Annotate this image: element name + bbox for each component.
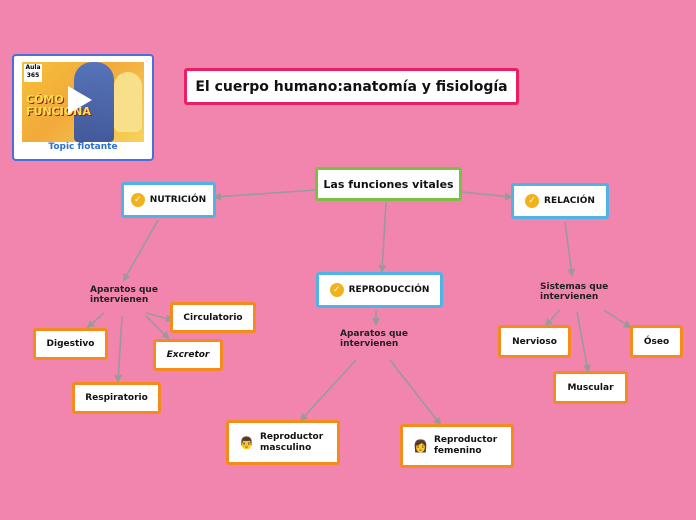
edge-aparatos-respiratorio	[118, 316, 122, 381]
edge-sistemas-oseo	[604, 310, 630, 327]
nutricion-node[interactable]: ✓ NUTRICIÓN	[121, 182, 216, 218]
topic-caption: Topic flotante	[14, 142, 152, 152]
edge-aparatos-masculino	[301, 360, 356, 420]
edge-aparatos-femenino	[390, 360, 440, 424]
muscular-node[interactable]: Muscular	[553, 371, 628, 404]
edge-aparatos-digestivo	[88, 313, 104, 327]
central-node[interactable]: Las funciones vitales	[315, 167, 462, 201]
sistemas-relacion-label: Sistemas que intervienen	[540, 282, 620, 302]
respiratorio-node[interactable]: Respiratorio	[72, 382, 161, 414]
edge-sistemas-muscular	[577, 312, 588, 371]
edge-nutricion-aparatos	[124, 220, 158, 280]
title-text: El cuerpo humano:anatomía y fisiología	[195, 79, 507, 95]
reproduccion-node[interactable]: ✓ REPRODUCCIÓN	[316, 272, 443, 308]
man-emoji-icon: 👨	[239, 436, 254, 450]
nervioso-node[interactable]: Nervioso	[498, 325, 571, 358]
aula365-logo: Aula 365	[24, 64, 42, 82]
woman-emoji-icon: 👩	[413, 439, 428, 453]
aparatos-nutricion-label: Aparatos que intervienen	[90, 285, 170, 305]
reproductor-masculino-node[interactable]: 👨 Reproductor masculino	[226, 420, 340, 465]
edge-center-nutricion	[215, 190, 316, 197]
check-icon: ✓	[330, 283, 344, 297]
title-node[interactable]: El cuerpo humano:anatomía y fisiología	[184, 68, 519, 105]
edge-aparatos-excretor	[146, 316, 168, 338]
aparatos-reproduccion-label: Aparatos que intervienen	[340, 329, 420, 349]
topic-flotante-card[interactable]: Aula 365 CÓMO FUNCIONA Topic flotante	[12, 54, 154, 161]
oseo-node[interactable]: Óseo	[630, 325, 683, 358]
digestivo-node[interactable]: Digestivo	[33, 328, 108, 360]
circulatorio-node[interactable]: Circulatorio	[170, 302, 256, 333]
check-icon: ✓	[131, 193, 145, 207]
relacion-text: RELACIÓN	[544, 196, 595, 206]
edge-center-relacion	[462, 192, 511, 197]
nutricion-text: NUTRICIÓN	[150, 195, 206, 205]
edge-center-reproduccion	[382, 202, 386, 271]
play-icon[interactable]	[68, 86, 92, 114]
edge-relacion-sistemas	[565, 222, 572, 275]
reproductor-femenino-node[interactable]: 👩 Reproductor femenino	[400, 424, 514, 468]
video-thumbnail[interactable]: Aula 365 CÓMO FUNCIONA	[22, 62, 144, 142]
relacion-node[interactable]: ✓ RELACIÓN	[511, 183, 609, 219]
reproduccion-text: REPRODUCCIÓN	[349, 285, 430, 295]
excretor-node[interactable]: Excretor	[153, 339, 223, 371]
cartoon-girl-image	[114, 72, 142, 132]
edge-sistemas-nervioso	[546, 310, 560, 325]
check-icon: ✓	[525, 194, 539, 208]
central-text: Las funciones vitales	[323, 178, 453, 191]
